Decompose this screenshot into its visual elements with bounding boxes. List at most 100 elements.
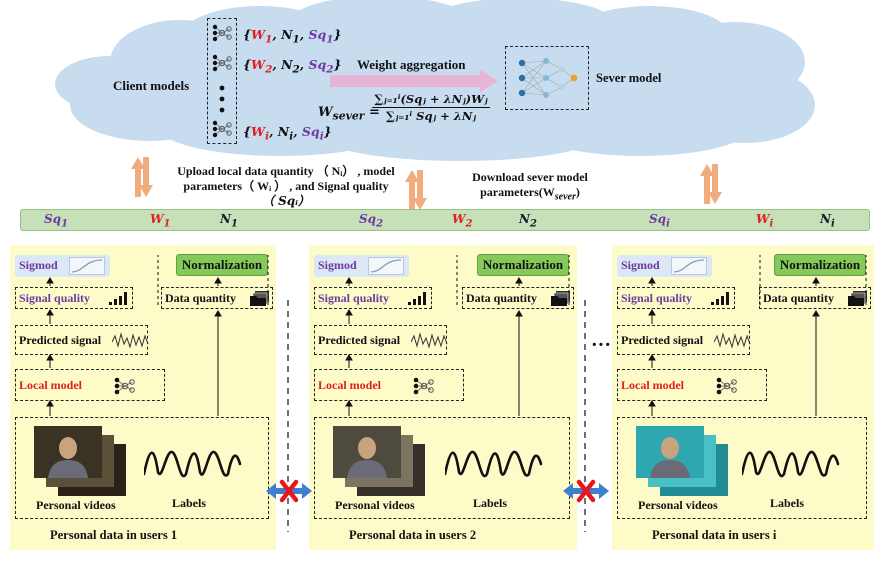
label-signal-wave — [445, 450, 543, 478]
predicted-signal-label: Predicted signal — [19, 333, 102, 347]
signal-quality-label: Signal quality — [318, 291, 390, 305]
data-quantity-box: Data quantity — [161, 287, 273, 309]
personal-videos-label: Personal videos — [335, 498, 415, 512]
user-panel-3: Sigmod Normalization Signal quality Data… — [612, 245, 874, 550]
local-model-box: Local model — [314, 369, 464, 401]
predicted-signal-wave — [411, 332, 448, 349]
bar-w-2: W2 — [452, 212, 473, 230]
flow-arrows — [345, 255, 570, 416]
upload-text-line-1: Upload local data quantity （ Nᵢ） , model — [177, 164, 395, 178]
sever-model-box — [505, 46, 589, 110]
no-sharing-icon-2 — [563, 479, 609, 503]
formula-denominator: ∑ⱼ₌₁ⁱ Sqⱼ + λNⱼ — [386, 109, 476, 123]
up-down-arrow-3 — [700, 164, 722, 204]
local-model-label: Local model — [318, 378, 381, 392]
up-down-arrow-2 — [405, 170, 427, 210]
person-silhouette — [347, 437, 387, 478]
parameter-bar — [20, 209, 870, 231]
user-panel-2: Sigmod Normalization Signal quality Data… — [309, 245, 577, 550]
sigmoid-curve-icon — [69, 257, 105, 275]
cloud-shape — [55, 0, 815, 161]
client-models-label: Client models — [113, 78, 190, 93]
folder-stack-icon — [551, 291, 570, 306]
predicted-signal-wave — [112, 332, 149, 349]
predicted-signal-label: Predicted signal — [621, 333, 704, 347]
data-quantity-label: Data quantity — [165, 291, 237, 305]
personal-data-box: Personal videos Labels — [617, 417, 867, 519]
sigmod-box: Sigmod — [15, 255, 110, 277]
sigmod-label: Sigmod — [621, 258, 660, 272]
bar-n-2: N2 — [519, 212, 537, 230]
local-model-box: Local model — [15, 369, 165, 401]
person-silhouette — [48, 437, 88, 478]
personal-video-frames — [636, 426, 732, 498]
user-panel-1: Sigmod Normalization Signal quality Data… — [10, 245, 276, 550]
formula-numerator: ∑ⱼ₌₁ⁱ(Sqⱼ + λNⱼ)Wⱼ — [372, 92, 490, 108]
no-sharing-icon-1 — [266, 479, 312, 503]
neural-network-icon — [212, 24, 232, 42]
normalization-box: Normalization — [477, 254, 569, 276]
signal-quality-label: Signal quality — [621, 291, 693, 305]
normalization-box: Normalization — [774, 254, 866, 276]
local-model-box: Local model — [617, 369, 767, 401]
bar-n-i: Ni — [820, 212, 835, 230]
personal-videos-label: Personal videos — [36, 498, 116, 512]
neural-network-icon — [413, 377, 434, 395]
bar-sq-i: Sqi — [649, 212, 670, 230]
person-silhouette — [650, 437, 690, 478]
flow-arrows — [46, 255, 269, 416]
signal-quality-box: Signal quality — [15, 287, 133, 309]
bar-w-1: W1 — [150, 212, 171, 230]
signal-strength-icon — [711, 292, 729, 305]
sigmod-box: Sigmod — [617, 255, 712, 277]
predicted-signal-label: Predicted signal — [318, 333, 401, 347]
video-frame — [333, 426, 401, 478]
label-signal-wave — [742, 450, 840, 478]
signal-strength-icon — [408, 292, 426, 305]
label-signal-wave — [144, 450, 242, 478]
vertical-ellipsis-icon — [219, 85, 225, 113]
predicted-signal-box: Predicted signal — [15, 325, 149, 355]
predicted-signal-box: Predicted signal — [617, 325, 751, 355]
signal-quality-box: Signal quality — [617, 287, 735, 309]
personal-video-frames — [34, 426, 130, 498]
separator-1 — [287, 300, 289, 532]
up-down-arrow-1 — [131, 157, 153, 197]
personal-data-box: Personal videos Labels — [15, 417, 269, 519]
signal-quality-label: Signal quality — [19, 291, 91, 305]
weight-aggregation-label: Weight aggregation — [357, 57, 466, 72]
users-caption: Personal data in users i — [652, 528, 777, 542]
bar-n-1: N1 — [220, 212, 238, 230]
users-caption: Personal data in users 2 — [349, 528, 477, 542]
sigmod-label: Sigmod — [19, 258, 58, 272]
upload-description: Upload local data quantity （ Nᵢ） , model… — [162, 164, 410, 209]
formula-lhs: Wsever = — [318, 105, 380, 123]
flow-arrows — [648, 255, 867, 416]
neural-network-icon — [716, 377, 737, 395]
sigmoid-curve-icon — [368, 257, 404, 275]
data-quantity-box: Data quantity — [462, 287, 574, 309]
normalization-box: Normalization — [176, 254, 268, 276]
signal-quality-box: Signal quality — [314, 287, 432, 309]
aggregation-arrow — [330, 70, 498, 92]
neural-network-icon — [212, 120, 232, 138]
sigmod-label: Sigmod — [318, 258, 357, 272]
bar-sq-2: Sq2 — [359, 212, 384, 230]
data-quantity-label: Data quantity — [763, 291, 835, 305]
local-model-label: Local model — [621, 378, 684, 392]
predicted-signal-box: Predicted signal — [314, 325, 448, 355]
video-frame — [34, 426, 102, 478]
bar-sq-1: Sq1 — [44, 212, 69, 230]
client-models-column — [207, 18, 237, 144]
labels-label: Labels — [172, 496, 207, 510]
upload-text-line-2: parameters（ Wᵢ ） , and Signal quality — [183, 179, 389, 193]
local-model-label: Local model — [19, 378, 82, 392]
users-ellipsis: ··· — [591, 334, 612, 356]
client-tuple-i: {Wi, Ni, Sqi} — [243, 124, 332, 143]
download-description: Download sever model parameters(Wsever) — [463, 170, 597, 204]
separator-2 — [584, 300, 586, 532]
neural-network-icon — [518, 58, 578, 98]
folder-stack-icon — [848, 291, 867, 306]
sever-model-label: Sever model — [596, 71, 662, 85]
formula-fraction: ∑ⱼ₌₁ⁱ(Sqⱼ + λNⱼ)Wⱼ ∑ⱼ₌₁ⁱ Sqⱼ + λNⱼ — [372, 92, 490, 123]
